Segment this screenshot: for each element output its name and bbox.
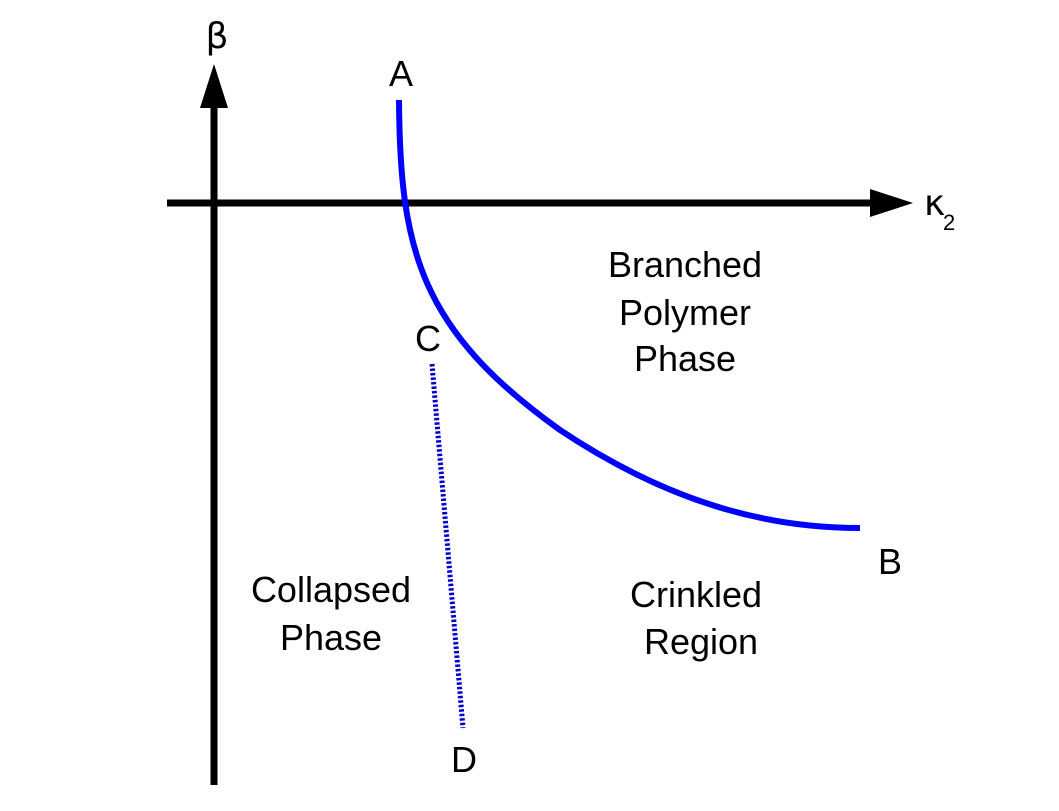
region-label-branched-polymer-line-1: Branched (608, 244, 762, 285)
x-axis-label-subscript: 2 (943, 210, 955, 235)
point-label-a: A (389, 53, 413, 94)
point-label-b: B (878, 541, 902, 582)
region-label-branched-polymer-line-2: Polymer (619, 292, 751, 333)
region-label-crinkled-line-1: Crinkled (630, 574, 762, 615)
region-label-branched-polymer-line-3: Phase (634, 338, 736, 379)
x-axis-arrowhead (870, 189, 913, 217)
transition-curve-ab (396, 99, 861, 531)
point-label-d: D (451, 739, 477, 780)
point-label-c: C (415, 318, 441, 359)
x-axis-label: κ (924, 183, 945, 224)
y-axis-arrowhead (200, 64, 228, 108)
y-axis-label: β (206, 16, 229, 57)
region-label-collapsed-line-2: Phase (280, 617, 382, 658)
crossover-line-cd (429, 363, 466, 729)
region-label-crinkled-line-2: Region (644, 621, 758, 662)
region-label-collapsed-line-1: Collapsed (251, 569, 411, 610)
